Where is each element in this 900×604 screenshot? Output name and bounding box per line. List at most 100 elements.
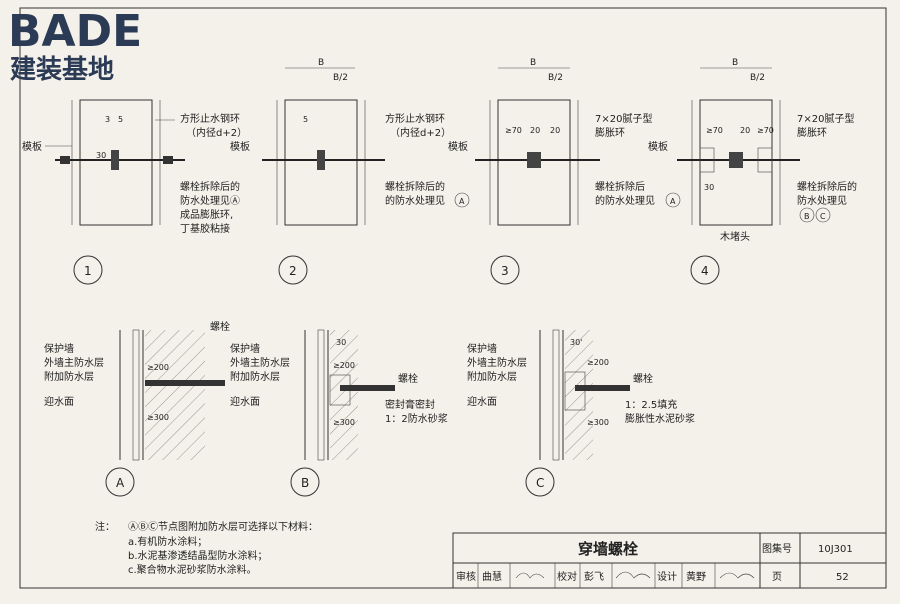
design-label: 设计: [657, 570, 677, 583]
wood-plug: [757, 147, 773, 173]
label-formwork: 模板: [648, 140, 668, 153]
dim-B: B: [732, 58, 738, 68]
label-water-face: 迎水面: [230, 396, 260, 408]
label-expansion-ring: 成品膨胀环,: [180, 208, 233, 221]
dim-300: ≥300: [587, 418, 609, 427]
detail-4: B B/2 ≥70 20 ≥70 30 7×20腻子型 膨胀环 模板 螺栓拆除后…: [648, 58, 857, 285]
label-formwork: 模板: [448, 140, 468, 153]
label-protect-wall: 保护墙: [467, 342, 497, 355]
label-water-face: 迎水面: [467, 396, 497, 408]
dim-300: ≥300: [333, 418, 355, 427]
label-treatment: 的防水处理见: [595, 194, 655, 207]
label-ring: 方形止水钢环: [180, 112, 240, 125]
section-letter: A: [116, 476, 125, 490]
putty-ring: [527, 152, 541, 168]
label-bolt-remove: 螺栓拆除后: [595, 180, 645, 193]
notes-prefix: 注：: [95, 520, 115, 533]
section-marker: [525, 467, 555, 497]
label-ring: 方形止水钢环: [385, 112, 445, 125]
dim-B2: B/2: [333, 73, 348, 83]
ref-marker: [454, 192, 470, 208]
section-marker: [105, 467, 135, 497]
page-number: 52: [836, 572, 849, 583]
bolt: [575, 385, 630, 391]
label-extra-layer: 附加防水层: [467, 370, 517, 383]
detail-marker: [278, 255, 308, 285]
label-putty: 7×20腻子型: [595, 112, 652, 125]
dim-200: ≥200: [147, 363, 169, 372]
water-stop-ring: [317, 150, 325, 170]
ref-C: C: [820, 212, 826, 221]
detail-marker: [73, 255, 103, 285]
dim-3: 3: [105, 115, 110, 124]
wall-section: [79, 99, 153, 226]
label-ring-dia: （内径d+2）: [186, 126, 247, 139]
atlas-number: 10J301: [818, 544, 853, 555]
sheet-border: [19, 7, 887, 589]
signature-designer: [719, 572, 755, 579]
detail-number: 3: [501, 264, 509, 278]
label-main-layer: 外墙主防水层: [230, 356, 290, 369]
dim-5: 5: [303, 115, 308, 124]
dim-B2: B/2: [750, 73, 765, 83]
label-putty: 7×20腻子型: [797, 112, 854, 125]
dim-200: ≥200: [333, 361, 355, 370]
label-after-removal: 螺栓拆除后的: [385, 180, 445, 193]
label-treatment: 的防水处理见: [385, 194, 445, 207]
dim-70: ≥70: [706, 126, 723, 135]
ref-A: A: [459, 197, 465, 206]
dim-30: 30: [336, 338, 346, 347]
designer-name: 黄野: [686, 570, 706, 583]
dim-70: ≥70: [505, 126, 522, 135]
section-B: ≥200 ≥300 30 保护墙 外墙主防水层 附加防水层 迎水面 螺栓 密封膏…: [230, 329, 448, 497]
dim-20: 20: [530, 126, 540, 135]
page-label: 页: [772, 571, 782, 583]
label-water-face: 迎水面: [44, 396, 74, 408]
atlas-label: 图集号: [762, 542, 792, 555]
check-label: 校对: [557, 570, 577, 583]
putty-ring: [729, 152, 743, 168]
label-main-layer: 外墙主防水层: [467, 356, 527, 369]
section-C: ≥200 ≥300 30' 保护墙 外墙主防水层 附加防水层 迎水面 螺栓 1：…: [467, 329, 695, 497]
notes-item: a.有机防水涂料；: [128, 535, 207, 548]
checker-name: 彭飞: [584, 570, 604, 583]
dim-200: ≥200: [587, 358, 609, 367]
label-sealant: 密封膏密封: [385, 398, 435, 411]
label-wood-plug: 木堵头: [720, 230, 750, 243]
wood-plug: [699, 147, 715, 173]
wall-section: [284, 99, 358, 226]
signature-reviewer: [515, 572, 545, 579]
label-formwork: 模板: [230, 140, 250, 153]
label-after-removal: 螺栓拆除后的: [797, 180, 857, 193]
notes-line: ⒶⒷⒸ节点图附加防水层可选择以下材料：: [128, 520, 318, 533]
dim-300: ≥300: [147, 413, 169, 422]
waterproof-layer: [552, 329, 560, 461]
label-main-layer: 外墙主防水层: [44, 356, 104, 369]
detail-marker: [690, 255, 720, 285]
label-mortar: 1：2防水砂浆: [385, 412, 448, 425]
label-fill-material: 膨胀性水泥砂浆: [625, 412, 695, 425]
label-putty-ring: 膨胀环: [797, 126, 827, 139]
detail-number: 4: [701, 264, 709, 278]
bolt: [340, 385, 395, 391]
brand-logo: BADE 建装基地: [8, 6, 142, 85]
section-A: ≥200 ≥300 保护墙 外墙主防水层 附加防水层 迎水面 螺栓 A: [44, 320, 230, 497]
notes-item: c.聚合物水泥砂浆防水涂料。: [128, 563, 257, 576]
dim-30: 30: [96, 151, 106, 160]
dim-30: 30': [570, 338, 582, 347]
ref-B: B: [804, 212, 810, 221]
section-letter: B: [301, 476, 309, 490]
dim-B: B: [318, 58, 324, 68]
detail-3: B B/2 ≥70 20 20 7×20腻子型 膨胀环 模板 螺栓拆除后 的防水…: [448, 58, 681, 285]
label-ring-dia: （内径d+2）: [390, 126, 451, 139]
brand-latin: BADE: [8, 6, 142, 57]
title-block: 穿墙螺栓 图集号 10J301 审核 曲慧 校对 彭飞 设计 黄野 页 52: [452, 532, 887, 589]
brand-chinese: 建装基地: [10, 55, 114, 85]
bolt: [145, 380, 225, 386]
dim-70: ≥70: [757, 126, 774, 135]
wall-section: [497, 99, 571, 226]
water-stop-ring: [111, 150, 119, 170]
label-protect-wall: 保护墙: [230, 342, 260, 355]
